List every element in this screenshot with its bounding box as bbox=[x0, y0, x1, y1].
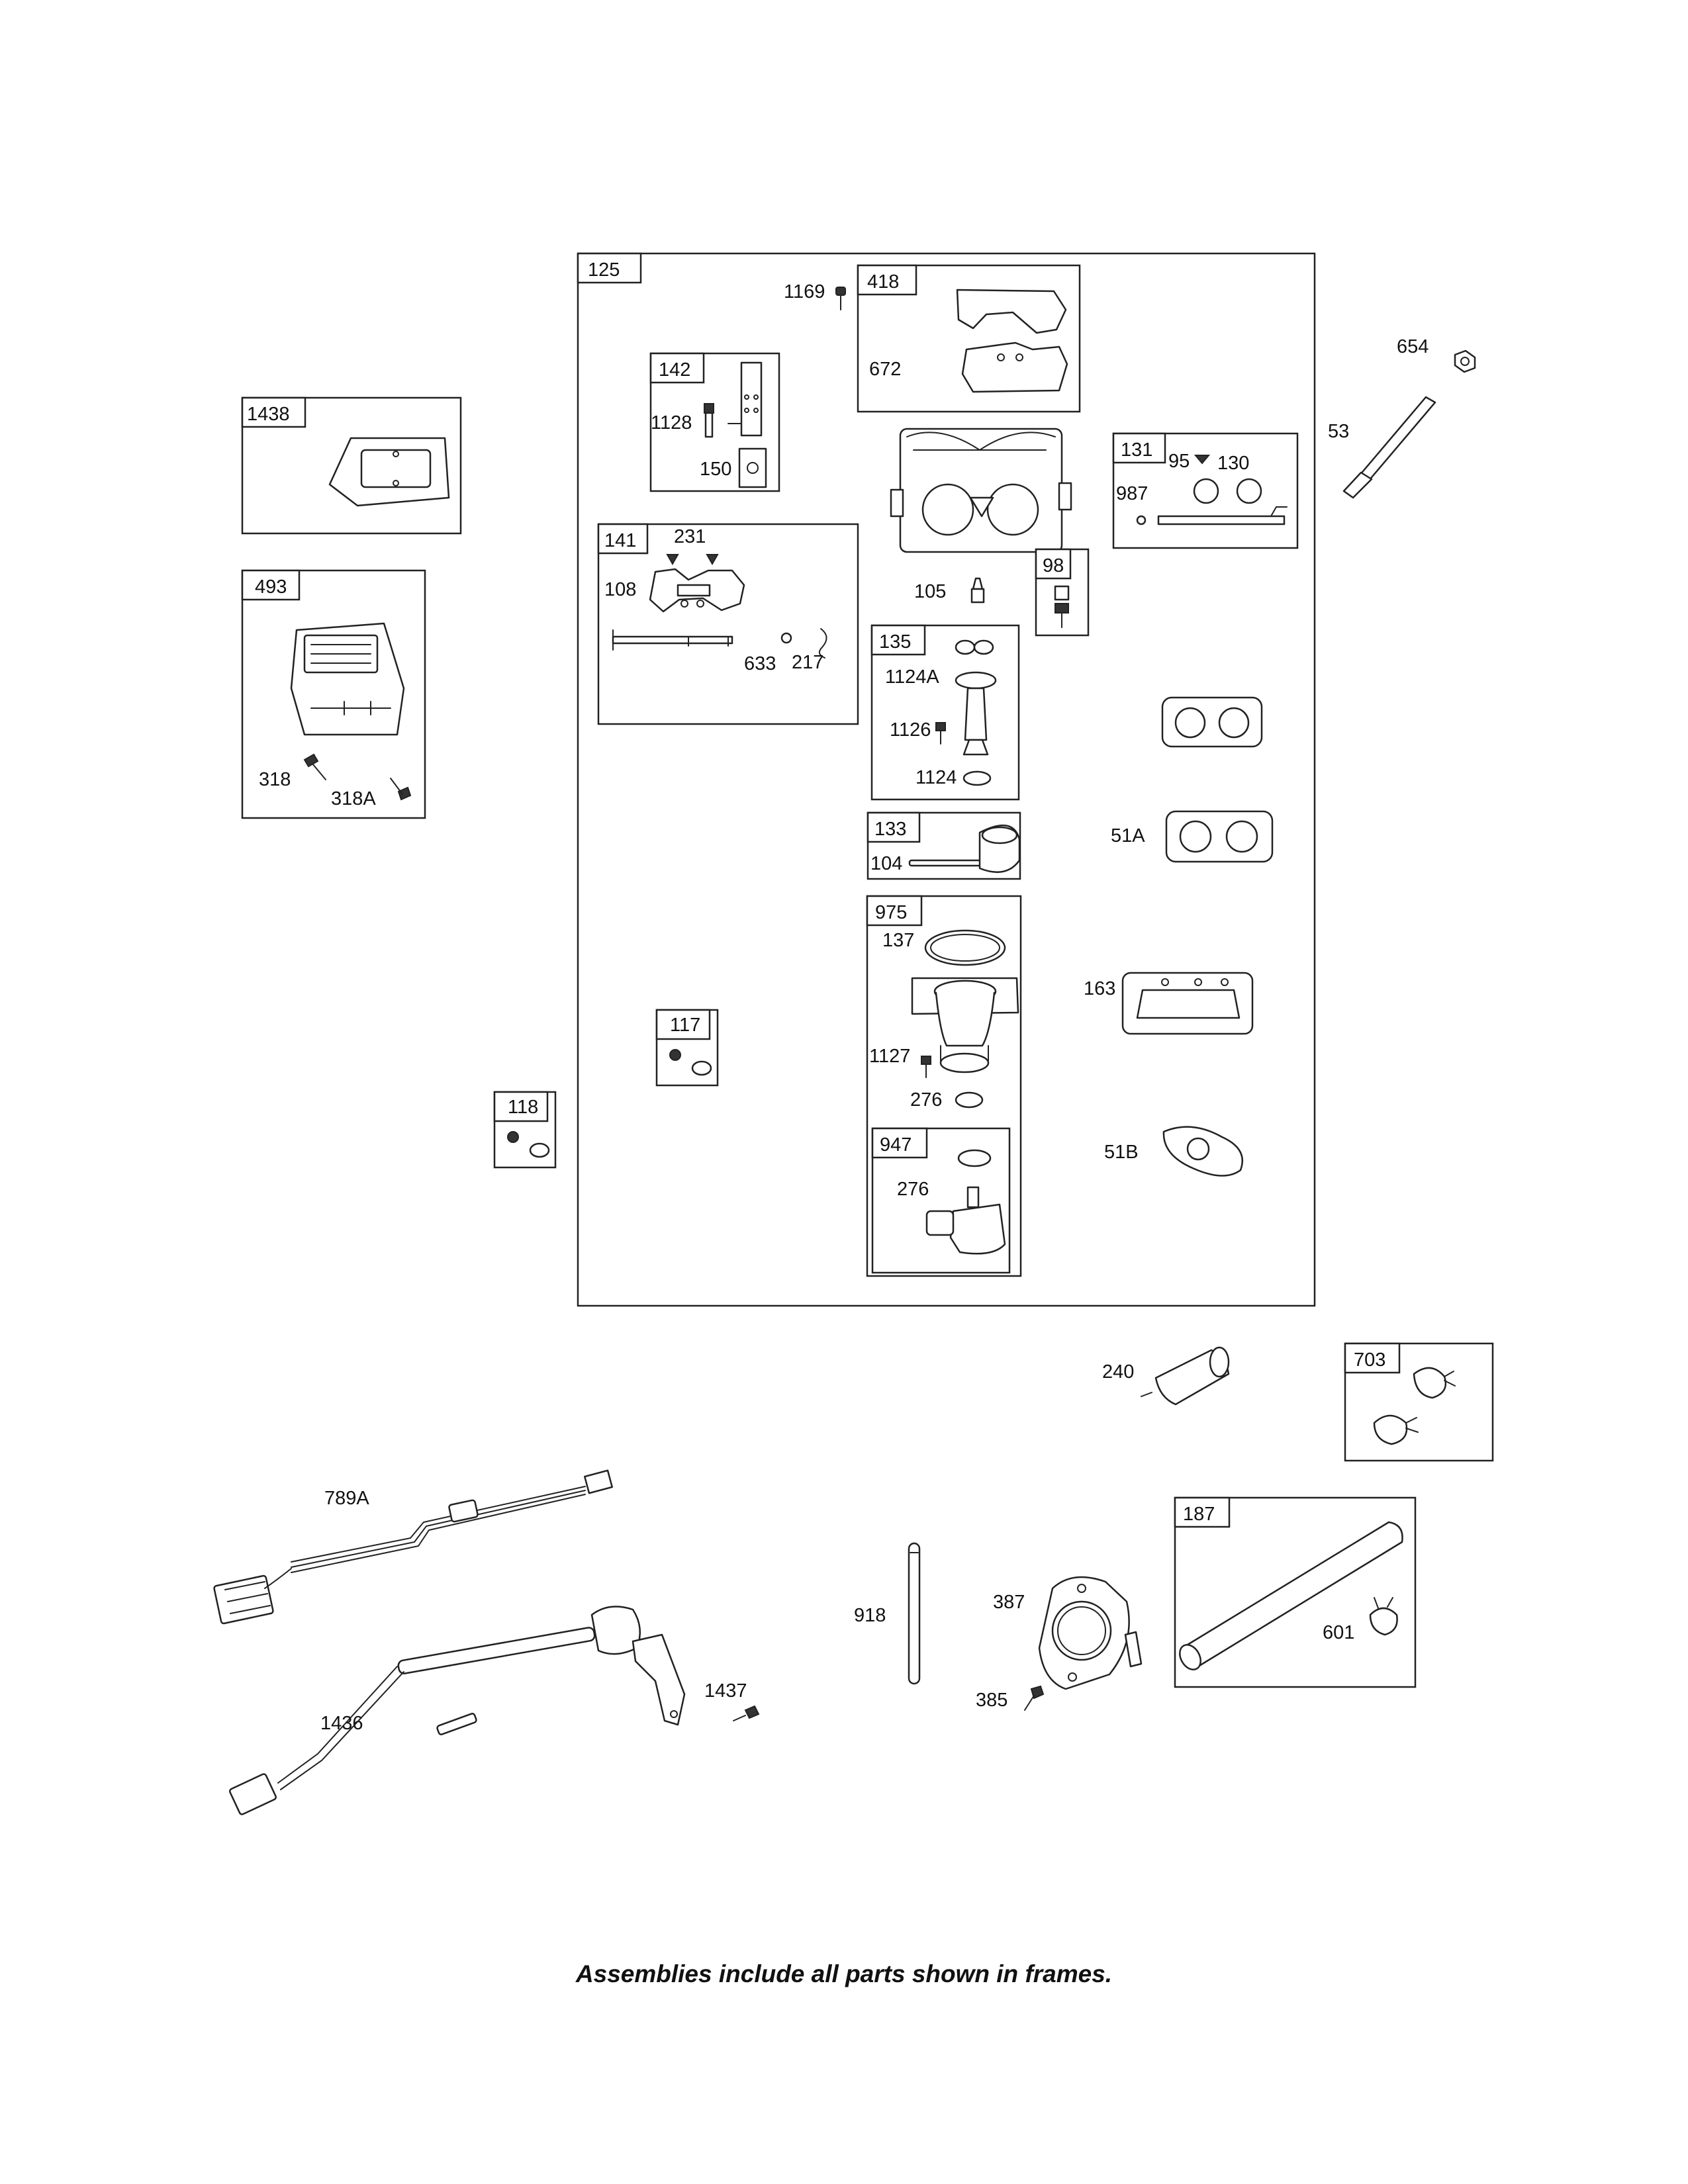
frame-1438: 1438 bbox=[241, 396, 462, 535]
label-1126: 1126 bbox=[890, 719, 931, 741]
label-1127: 1127 bbox=[869, 1046, 910, 1067]
label-385: 385 bbox=[976, 1690, 1008, 1711]
label-137: 137 bbox=[882, 930, 914, 951]
label-654: 654 bbox=[1397, 336, 1429, 357]
part-1169: 1169 bbox=[784, 281, 846, 310]
frame-142-label: 142 bbox=[659, 359, 690, 381]
part-163: 163 bbox=[1084, 972, 1254, 1035]
label-672: 672 bbox=[869, 359, 901, 380]
label-240: 240 bbox=[1102, 1361, 1134, 1383]
frame-98-label: 98 bbox=[1043, 555, 1064, 576]
label-276b: 276 bbox=[897, 1179, 929, 1200]
label-1128: 1128 bbox=[651, 412, 692, 433]
label-633: 633 bbox=[744, 653, 776, 674]
label-105: 105 bbox=[914, 581, 946, 602]
label-318A: 318A bbox=[331, 788, 376, 809]
frame-141-label: 141 bbox=[604, 530, 636, 551]
part-51B: 51B bbox=[1104, 1126, 1244, 1177]
frame-135-label: 135 bbox=[879, 631, 911, 653]
frame-187: 187 601 bbox=[1174, 1496, 1417, 1688]
part-1436: 1436 bbox=[229, 1606, 686, 1815]
label-53: 53 bbox=[1328, 421, 1349, 442]
part-53: 53 bbox=[1328, 396, 1436, 499]
label-318: 318 bbox=[259, 769, 291, 790]
frame-975-label: 975 bbox=[875, 902, 907, 923]
label-104: 104 bbox=[870, 853, 902, 874]
frame-187-label: 187 bbox=[1183, 1504, 1215, 1525]
label-130: 130 bbox=[1217, 453, 1249, 474]
frame-118-label: 118 bbox=[508, 1097, 538, 1118]
part-gasket-upper bbox=[1161, 696, 1263, 748]
label-789A: 789A bbox=[324, 1488, 369, 1509]
part-240: 240 bbox=[1102, 1346, 1230, 1406]
label-163: 163 bbox=[1084, 978, 1115, 999]
frame-142: 142 1128 150 bbox=[649, 352, 780, 492]
label-276a: 276 bbox=[910, 1089, 942, 1111]
part-51A: 51A bbox=[1111, 810, 1274, 863]
label-918: 918 bbox=[854, 1605, 886, 1626]
frame-133-label: 133 bbox=[874, 819, 906, 840]
label-1169: 1169 bbox=[784, 281, 825, 302]
frame-131: 131 95 130 987 bbox=[1112, 432, 1299, 549]
frame-125-label: 125 bbox=[588, 259, 620, 281]
label-987: 987 bbox=[1116, 483, 1148, 504]
frame-98: 98 bbox=[1035, 548, 1090, 637]
frame-118: 118 bbox=[493, 1091, 557, 1169]
frame-117-label: 117 bbox=[670, 1015, 700, 1036]
frame-135: 135 1124A 1126 1124 bbox=[870, 624, 1020, 801]
frame-133: 133 104 bbox=[867, 811, 1021, 880]
part-carburetor-body bbox=[890, 428, 1072, 553]
frame-125: 125 bbox=[577, 252, 1316, 1307]
label-1437: 1437 bbox=[704, 1680, 747, 1702]
label-1124: 1124 bbox=[915, 767, 957, 788]
part-1437: 1437 bbox=[704, 1680, 760, 1721]
frame-947-label: 947 bbox=[880, 1134, 912, 1156]
frame-117: 117 bbox=[655, 1009, 719, 1087]
frame-141: 141 231 108 633 217 bbox=[597, 523, 859, 725]
part-789A: 789A bbox=[213, 1469, 614, 1625]
part-918: 918 bbox=[854, 1542, 921, 1685]
frame-975: 975 137 1127 276 bbox=[866, 895, 1022, 1277]
label-150: 150 bbox=[700, 459, 731, 480]
frame-1438-label: 1438 bbox=[247, 404, 290, 425]
label-95: 95 bbox=[1168, 451, 1190, 472]
label-601: 601 bbox=[1323, 1622, 1354, 1643]
frame-493: 493 318 318A bbox=[241, 569, 426, 819]
caption: Assemblies include all parts shown in fr… bbox=[575, 1960, 1113, 1987]
frame-418-label: 418 bbox=[867, 271, 899, 293]
part-387: 387 bbox=[993, 1576, 1143, 1690]
label-108: 108 bbox=[604, 579, 636, 600]
label-51B: 51B bbox=[1104, 1142, 1139, 1163]
part-385: 385 bbox=[976, 1685, 1045, 1711]
label-1124A: 1124A bbox=[885, 666, 939, 688]
frame-131-label: 131 bbox=[1121, 439, 1152, 461]
frame-703: 703 bbox=[1344, 1342, 1494, 1462]
label-217: 217 bbox=[792, 652, 823, 673]
label-51A: 51A bbox=[1111, 825, 1145, 846]
frame-418: 418 672 bbox=[857, 264, 1081, 413]
label-387: 387 bbox=[993, 1592, 1025, 1613]
part-105: 105 bbox=[914, 577, 985, 604]
frame-493-label: 493 bbox=[255, 576, 287, 598]
frame-703-label: 703 bbox=[1354, 1349, 1385, 1371]
label-231: 231 bbox=[674, 526, 706, 547]
frame-947: 947 276 bbox=[871, 1127, 1011, 1274]
part-654: 654 bbox=[1397, 336, 1476, 373]
